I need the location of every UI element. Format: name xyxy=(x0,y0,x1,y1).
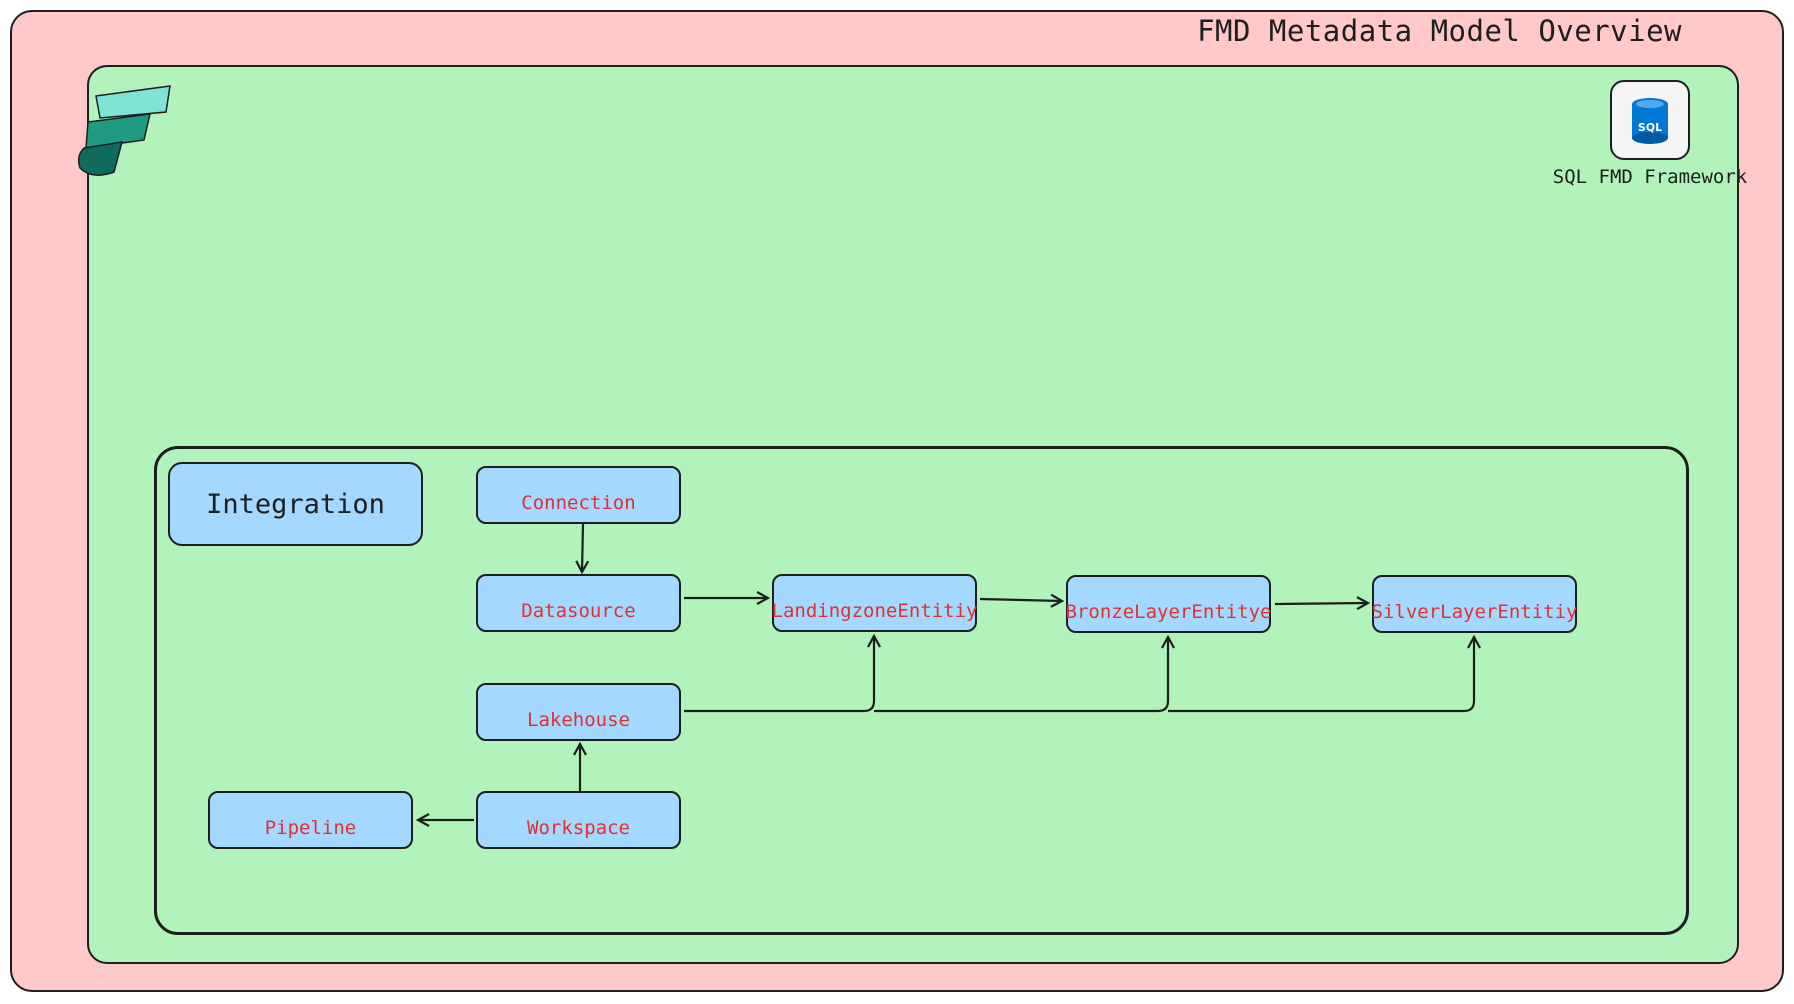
node-lakehouse[interactable]: Lakehouse xyxy=(476,683,681,741)
node-bronze-layer-entity[interactable]: BronzeLayerEntitye xyxy=(1066,575,1271,633)
node-datasource[interactable]: Datasource xyxy=(476,574,681,632)
node-pipeline[interactable]: Pipeline xyxy=(208,791,413,849)
integration-frame xyxy=(154,446,1689,935)
node-workspace[interactable]: Workspace xyxy=(476,791,681,849)
sql-framework-box xyxy=(1610,80,1690,160)
integration-title: Integration xyxy=(168,462,423,546)
diagram-title: FMD Metadata Model Overview xyxy=(1197,14,1682,48)
node-silver-layer-entity[interactable]: SilverLayerEntitiy xyxy=(1372,575,1577,633)
node-connection[interactable]: Connection xyxy=(476,466,681,524)
node-landingzone-entity[interactable]: LandingzoneEntitiy xyxy=(772,574,977,632)
sql-framework-label: SQL FMD Framework xyxy=(1552,166,1748,188)
